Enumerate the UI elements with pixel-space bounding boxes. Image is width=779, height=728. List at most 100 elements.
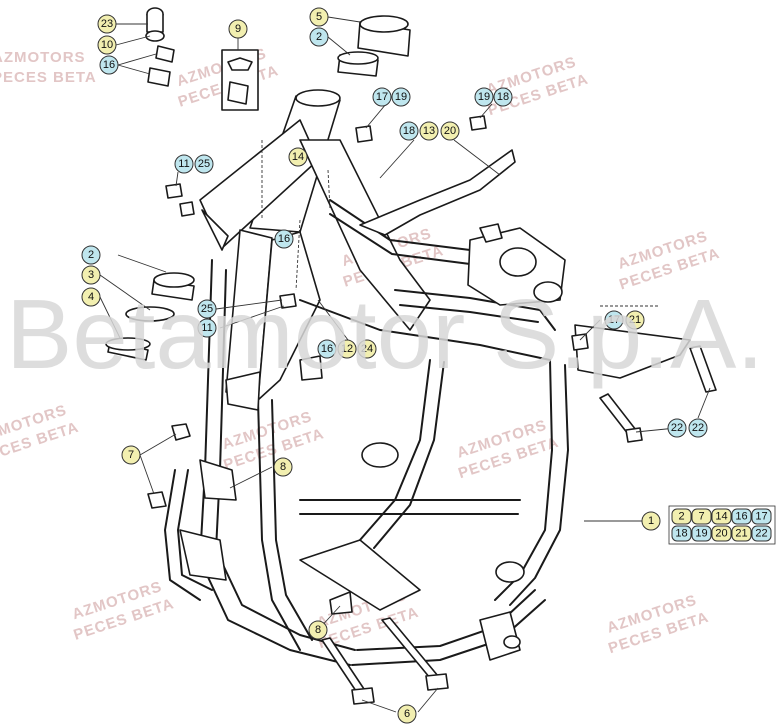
bearing-set-top bbox=[337, 15, 411, 77]
nuts-7 bbox=[147, 423, 191, 509]
callout-2-top[interactable]: 2 bbox=[309, 27, 329, 47]
callout-17-right[interactable]: 17 bbox=[604, 310, 624, 330]
callout-18-right-text: 18 bbox=[497, 91, 509, 103]
callout-16-mid-text: 16 bbox=[278, 233, 290, 245]
callout-3[interactable]: 3 bbox=[81, 265, 101, 285]
kit-cell: 19 bbox=[695, 528, 707, 540]
loose-parts bbox=[105, 7, 717, 705]
company-watermark: Betamotor S.p.A. bbox=[6, 279, 764, 389]
callout-22-a-text: 22 bbox=[671, 422, 683, 434]
bolts-6 bbox=[321, 617, 449, 705]
callout-10[interactable]: 10 bbox=[97, 35, 117, 55]
callout-25-top-text: 25 bbox=[198, 158, 210, 170]
callout-5[interactable]: 5 bbox=[309, 7, 329, 27]
frame-drawing bbox=[164, 89, 691, 666]
callout-16-mid[interactable]: 16 bbox=[274, 229, 294, 249]
kit-table-row2: 18 19 20 21 22 bbox=[671, 525, 772, 542]
kit-cell: 2 bbox=[678, 511, 684, 523]
kit-cell: 17 bbox=[755, 511, 767, 523]
kit-cell: 7 bbox=[698, 511, 704, 523]
callout-21-text: 21 bbox=[629, 314, 641, 326]
callout-4-text: 4 bbox=[88, 291, 94, 303]
callout-12[interactable]: 12 bbox=[337, 339, 357, 359]
callout-17-top[interactable]: 17 bbox=[372, 87, 392, 107]
callout-25-top[interactable]: 25 bbox=[194, 154, 214, 174]
callout-18-text: 18 bbox=[403, 125, 415, 137]
kit-cell: 21 bbox=[735, 528, 747, 540]
watermark-top-right: AZMOTORS PECES BETA bbox=[484, 53, 590, 119]
callout-10-text: 10 bbox=[101, 39, 113, 51]
callout-12-text: 12 bbox=[341, 343, 353, 355]
kit-cell: 20 bbox=[715, 528, 727, 540]
callout-16-top[interactable]: 16 bbox=[99, 55, 119, 75]
callout-9[interactable]: 9 bbox=[228, 19, 248, 39]
shock-mount bbox=[467, 223, 566, 306]
callout-11-mid[interactable]: 11 bbox=[197, 318, 217, 338]
callout-20[interactable]: 20 bbox=[440, 121, 460, 141]
callout-24[interactable]: 24 bbox=[357, 339, 377, 359]
callout-17-top-text: 17 bbox=[376, 91, 388, 103]
bearing-set-bottom bbox=[105, 272, 195, 361]
kit-table-row1: 2 7 14 16 17 bbox=[671, 508, 772, 525]
watermark-lower-mid: AZMOTORS PECES BETA bbox=[455, 417, 561, 483]
kit-cell: 22 bbox=[755, 528, 767, 540]
callout-13[interactable]: 13 bbox=[419, 121, 439, 141]
small-hardware bbox=[165, 115, 589, 351]
bracket-9 bbox=[221, 49, 259, 111]
callout-5-text: 5 bbox=[316, 11, 322, 23]
callout-22-b[interactable]: 22 bbox=[688, 418, 708, 438]
callout-16-bottom-text: 16 bbox=[321, 343, 333, 355]
watermark-lower-left: AZMOTORS PECES BETA bbox=[0, 402, 81, 468]
callout-21[interactable]: 21 bbox=[625, 310, 645, 330]
watermark-line1: AZMOTORS bbox=[0, 49, 86, 66]
watermark-top-left: AZMOTORS PECES BETA bbox=[0, 49, 97, 86]
callout-8-bottom[interactable]: 8 bbox=[308, 620, 328, 640]
top-left-hardware bbox=[145, 7, 175, 87]
down-tubes bbox=[164, 259, 546, 666]
callout-23[interactable]: 23 bbox=[97, 14, 117, 34]
callout-6-text: 6 bbox=[404, 708, 410, 720]
callout-1[interactable]: 1 bbox=[641, 511, 661, 531]
callout-25-mid-text: 25 bbox=[201, 303, 213, 315]
callout-8-bottom-text: 8 bbox=[315, 624, 321, 636]
callout-11-top[interactable]: 11 bbox=[174, 154, 194, 174]
rear-cradle bbox=[299, 359, 569, 661]
callout-6[interactable]: 6 bbox=[397, 704, 417, 724]
callout-8-mid[interactable]: 8 bbox=[273, 457, 293, 477]
callout-23-text: 23 bbox=[101, 18, 113, 30]
callout-4[interactable]: 4 bbox=[81, 287, 101, 307]
callout-22-b-text: 22 bbox=[692, 422, 704, 434]
callout-20-text: 20 bbox=[444, 125, 456, 137]
callout-11-top-text: 11 bbox=[178, 158, 189, 170]
callout-14[interactable]: 14 bbox=[288, 147, 308, 167]
main-frame-spars bbox=[225, 139, 556, 401]
callout-18-right[interactable]: 18 bbox=[493, 87, 513, 107]
callout-24-text: 24 bbox=[361, 343, 373, 355]
callout-25-mid[interactable]: 25 bbox=[197, 299, 217, 319]
callout-19-right[interactable]: 19 bbox=[474, 87, 494, 107]
callout-13-text: 13 bbox=[423, 125, 435, 137]
callout-labels: 23 10 16 9 5 2 17 19 19 18 18 13 20 14 1… bbox=[81, 7, 708, 724]
kit-cell: 14 bbox=[715, 511, 727, 523]
watermark-line2: PECES BETA bbox=[0, 69, 97, 86]
callout-18[interactable]: 18 bbox=[399, 121, 419, 141]
callout-19-top[interactable]: 19 bbox=[391, 87, 411, 107]
callout-9-text: 9 bbox=[235, 23, 241, 35]
callout-2-left[interactable]: 2 bbox=[81, 245, 101, 265]
callout-19-right-text: 19 bbox=[478, 91, 490, 103]
callout-1-text: 1 bbox=[648, 515, 654, 527]
kit-cell: 16 bbox=[735, 511, 747, 523]
callout-7-text: 7 bbox=[128, 449, 134, 461]
callout-16-bottom[interactable]: 16 bbox=[317, 339, 337, 359]
callout-2-left-text: 2 bbox=[88, 249, 94, 261]
leader-lines bbox=[99, 16, 711, 713]
watermark-lower-center: AZMOTORS PECES BETA bbox=[220, 408, 326, 474]
callout-17-right-text: 17 bbox=[608, 314, 620, 326]
watermark-bottom-right: AZMOTORS PECES BETA bbox=[605, 592, 711, 658]
callout-7[interactable]: 7 bbox=[121, 445, 141, 465]
callout-22-a[interactable]: 22 bbox=[667, 418, 687, 438]
bolts-22 bbox=[599, 345, 717, 443]
kit-table: 2 7 14 16 17 18 19 20 21 22 bbox=[668, 505, 776, 545]
callout-14-text: 14 bbox=[292, 151, 304, 163]
